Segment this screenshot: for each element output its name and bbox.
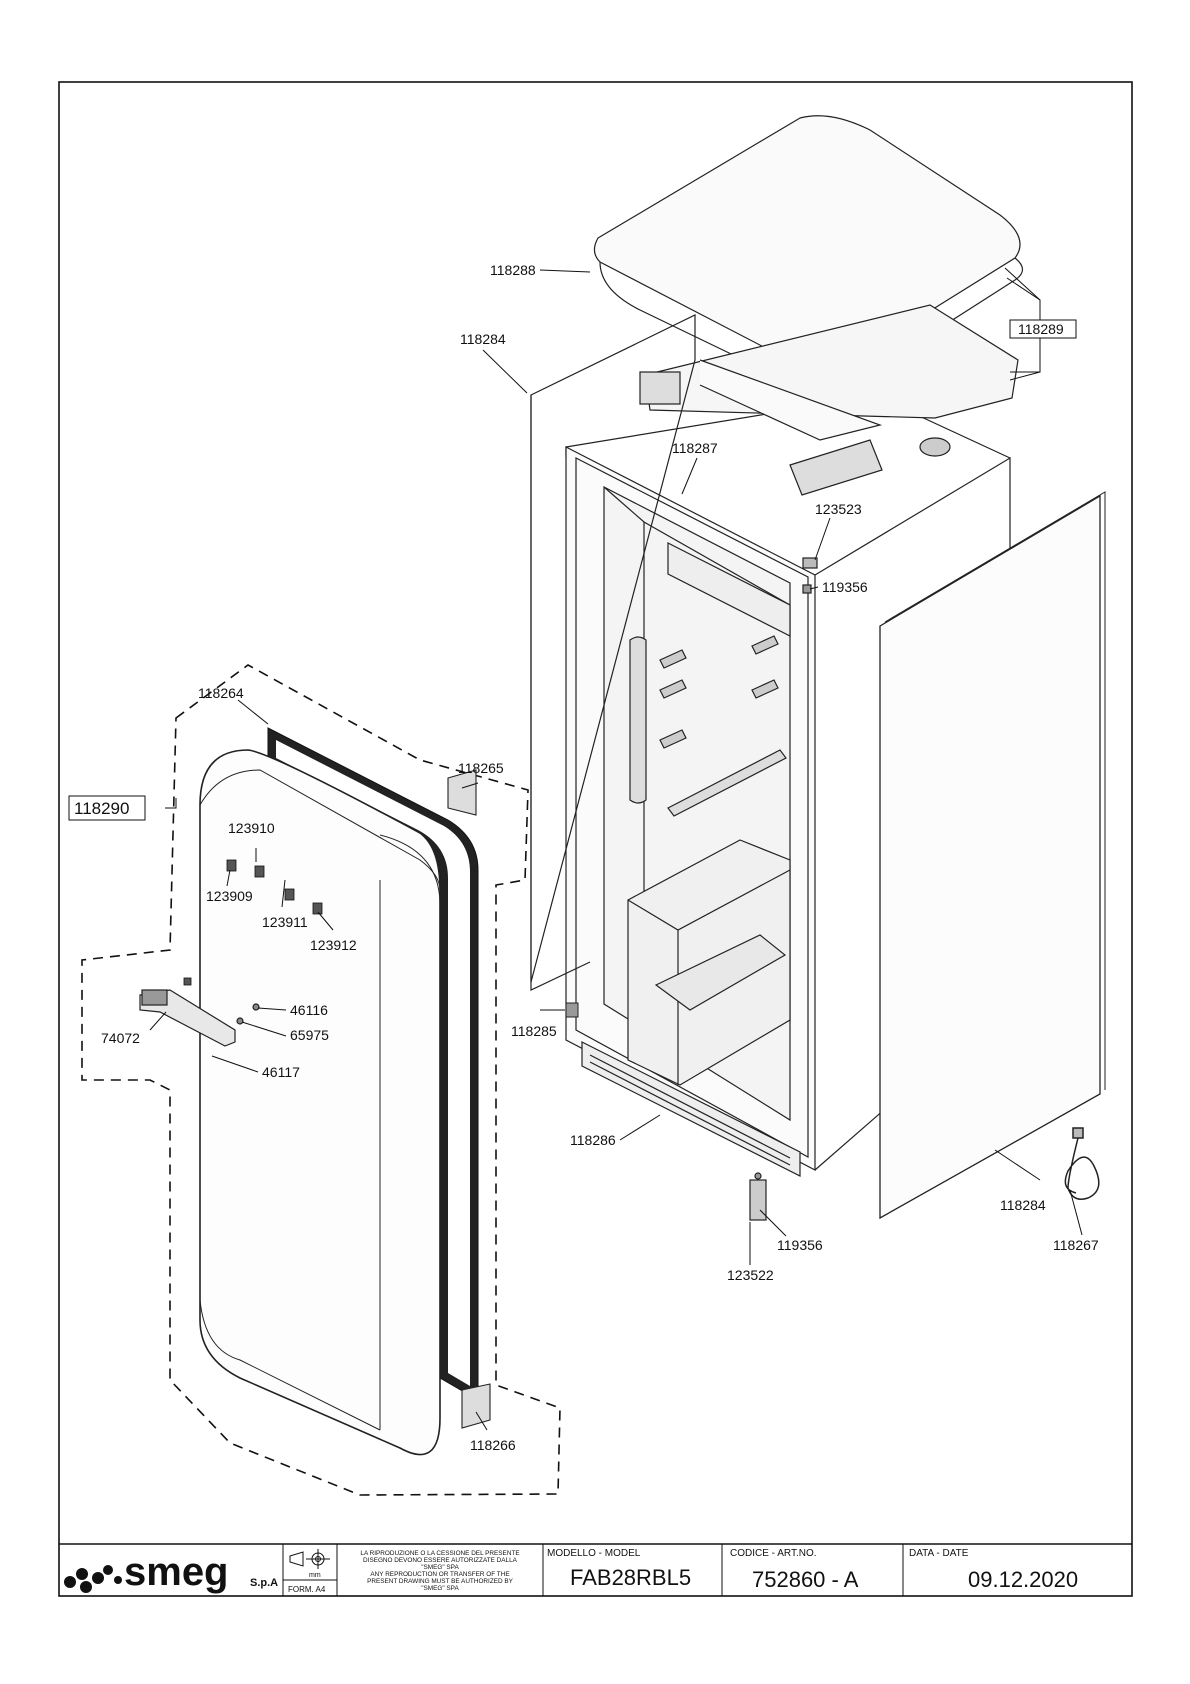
label-118290: 118290 [74, 799, 129, 818]
legal-it-3: "SMEG" SPA [421, 1564, 459, 1571]
drawing-frame [58, 81, 1133, 1597]
label-123911: 123911 [262, 914, 308, 930]
label-123910: 123910 [228, 820, 275, 836]
label-118289-box [1009, 319, 1077, 339]
label-74072: 74072 [101, 1030, 140, 1046]
door-dashed-outline [81, 664, 561, 1496]
door-body [199, 749, 441, 1456]
clip-part [565, 1002, 579, 1018]
label-118284-top: 118284 [460, 331, 506, 347]
date-header: DATA - DATE [909, 1548, 969, 1559]
logo-text: smeg [124, 1550, 229, 1594]
label-46117: 46117 [262, 1064, 300, 1080]
logo-suffix: S.p.A [250, 1577, 278, 1589]
label-123909: 123909 [206, 888, 253, 904]
door-badges [183, 859, 323, 986]
label-118265: 118265 [458, 760, 504, 776]
label-118264: 118264 [198, 685, 244, 701]
label-118290-box [68, 795, 146, 821]
model-header: MODELLO - MODEL [547, 1548, 641, 1559]
code-value: 752860 - A [752, 1567, 859, 1592]
cabinet-body [565, 395, 1011, 1221]
label-118288: 118288 [490, 262, 536, 278]
unit-label: mm [309, 1572, 321, 1579]
model-value: FAB28RBL5 [570, 1565, 691, 1590]
label-123523: 123523 [815, 501, 862, 517]
code-header: CODICE - ART.NO. [730, 1548, 817, 1559]
legal-it-2: DISEGNO DEVONO ESSERE AUTORIZZATE DALLA [363, 1557, 518, 1564]
side-panel-right [879, 494, 1101, 1220]
label-118287: 118287 [672, 440, 718, 456]
top-cover [593, 115, 1024, 496]
date-value: 09.12.2020 [968, 1567, 1078, 1592]
label-118285: 118285 [511, 1023, 557, 1039]
form-label: FORM. A4 [288, 1585, 326, 1594]
label-65975: 65975 [290, 1027, 329, 1043]
smeg-logo: smeg S.p.A [64, 1550, 278, 1594]
label-118284-bottom: 118284 [1000, 1197, 1046, 1213]
title-block: smeg S.p.A mm FORM. A4 LA RIPRODUZIONE O… [59, 1543, 1132, 1596]
side-panel-left-edge [530, 395, 591, 991]
door-handle [139, 989, 260, 1047]
legal-it-1: LA RIPRODUZIONE O LA CESSIONE DEL PRESEN… [360, 1550, 519, 1557]
label-119356-bottom: 119356 [777, 1237, 823, 1253]
power-cord [1064, 1127, 1100, 1200]
legal-en-1: ANY REPRODUCTION OR TRANSFER OF THE [370, 1571, 509, 1578]
label-118266: 118266 [470, 1437, 516, 1453]
label-118267: 118267 [1053, 1237, 1099, 1253]
label-46116: 46116 [290, 1002, 328, 1018]
label-118289: 118289 [1018, 321, 1064, 337]
label-118286: 118286 [570, 1132, 616, 1148]
projection-symbol [289, 1549, 330, 1569]
legal-en-3: "SMEG" SPA [421, 1585, 459, 1592]
label-123522: 123522 [727, 1267, 774, 1283]
label-123912: 123912 [310, 937, 357, 953]
legal-en-2: PRESENT DRAWING MUST BE AUTHORIZED BY [367, 1578, 514, 1585]
label-119356-top: 119356 [822, 579, 868, 595]
door-hinges [447, 769, 491, 1429]
part-labels: 118288 118289 118284 118287 123523 11935… [68, 262, 1099, 1453]
